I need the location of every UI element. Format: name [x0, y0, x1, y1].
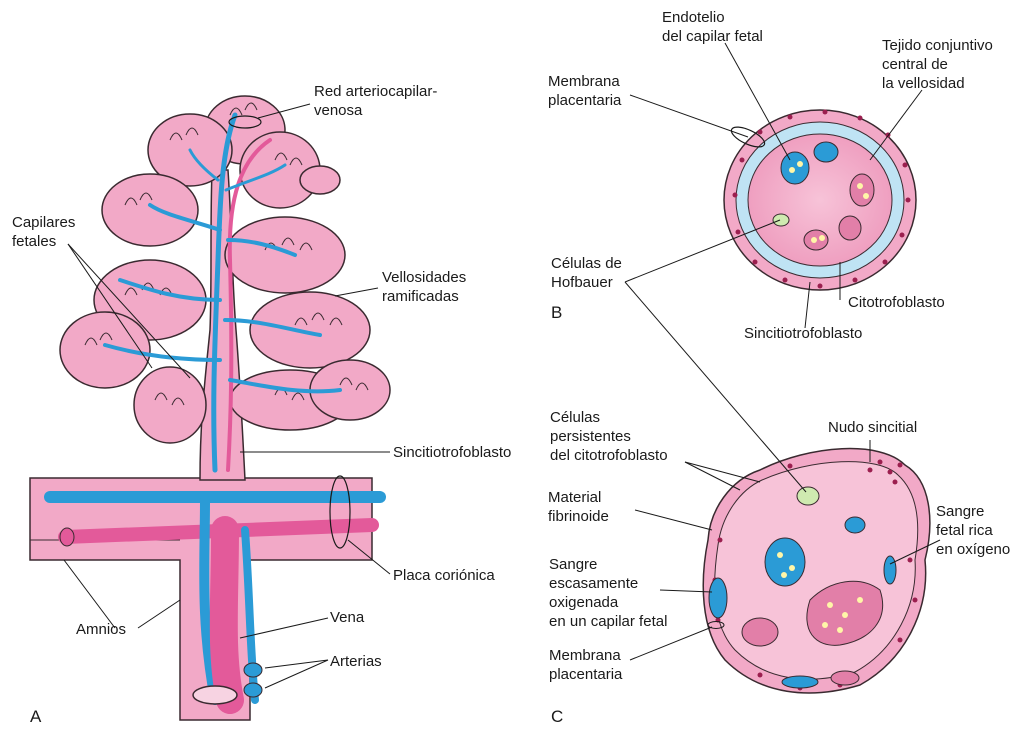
label-vellosidades-ramificadas: Vellosidades ramificadas	[382, 269, 470, 305]
label-nudo-sincitial: Nudo sincitial	[828, 419, 917, 436]
label-placa-corionica: Placa coriónica	[393, 567, 495, 584]
label-red-arteriocapilar: Red arteriocapilar- venosa	[314, 83, 442, 119]
label-vena: Vena	[330, 609, 365, 626]
label-material-fibrinoide: Material fibrinoide	[548, 489, 609, 525]
panel-b-letter: B	[551, 303, 562, 322]
label-capilares-fetales: Capilares fetales	[12, 214, 80, 250]
label-sincitiotrofoblasto-a: Sincitiotrofoblasto	[393, 444, 511, 461]
label-celulas-hofbauer: Células de Hofbauer	[551, 255, 626, 291]
panel-c-letter: C	[551, 707, 563, 726]
panel-a-letter: A	[30, 707, 42, 726]
label-arterias: Arterias	[330, 653, 382, 670]
label-sangre-rica: Sangre fetal rica en oxígeno	[936, 503, 1010, 558]
panel-c-illustration	[703, 449, 930, 693]
label-endotelio: Endotelio del capilar fetal	[662, 9, 763, 45]
label-amnios: Amnios	[76, 621, 126, 638]
label-membrana-placentaria-b: Membrana placentaria	[548, 73, 624, 109]
label-citotrofoblasto: Citotrofoblasto	[848, 294, 945, 311]
label-celulas-persistentes: Células persistentes del citotrofoblasto	[550, 409, 668, 464]
label-tejido-conjuntivo: Tejido conjuntivo central de la vellosid…	[882, 37, 997, 92]
label-membrana-placentaria-c: Membrana placentaria	[549, 647, 625, 683]
label-sincitiotrofoblasto-b: Sincitiotrofoblasto	[744, 325, 862, 342]
label-sangre-escasa: Sangre escasamente oxigenada en un capil…	[549, 556, 667, 630]
